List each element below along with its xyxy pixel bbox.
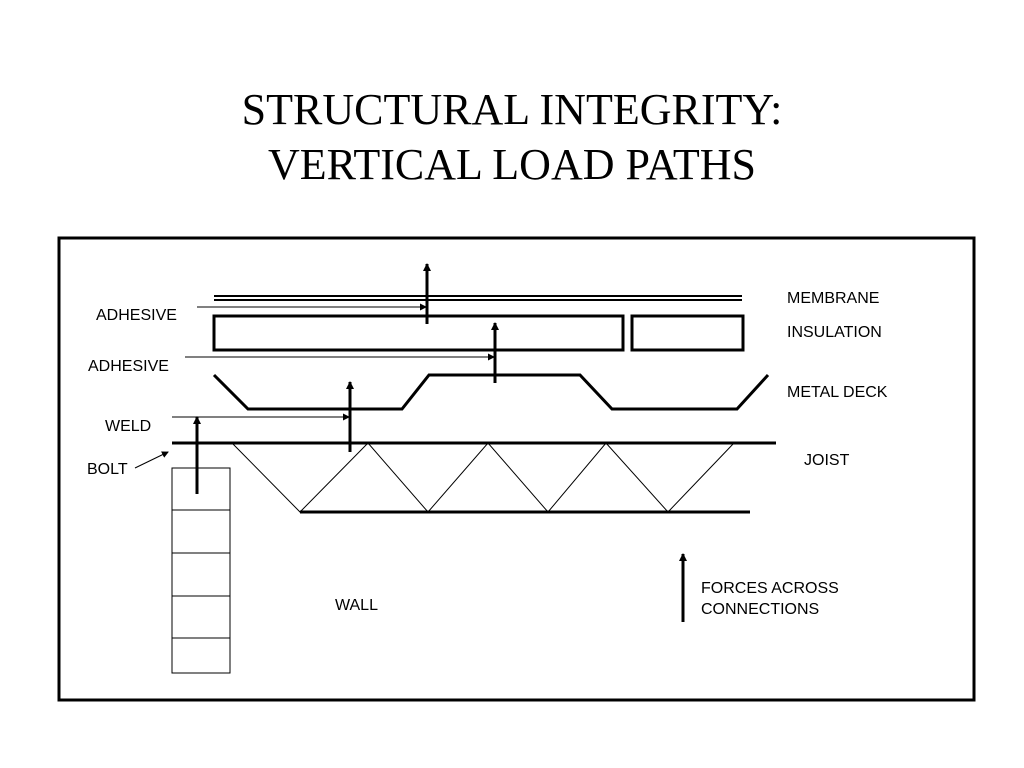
label-bolt: BOLT (87, 461, 128, 478)
title-line-1: STRUCTURAL INTEGRITY: (241, 85, 783, 134)
label-wall: WALL (335, 597, 378, 614)
leader-bolt (134, 451, 169, 469)
joist-web (231, 442, 735, 513)
title-line-2: VERTICAL LOAD PATHS (268, 140, 756, 189)
metal-deck-profile (212, 373, 770, 411)
slide-title: STRUCTURAL INTEGRITY: VERTICAL LOAD PATH… (0, 82, 1024, 192)
insulation-layer (212, 314, 745, 352)
diagram-frame (57, 236, 976, 702)
legend-label-line-1: FORCES ACROSS (701, 580, 839, 597)
label-adhesive-top: ADHESIVE (96, 307, 177, 324)
membrane-layer (214, 295, 742, 301)
legend-label-line-2: CONNECTIONS (701, 601, 819, 618)
insulation-board-left (212, 314, 625, 352)
label-joist: JOIST (804, 452, 850, 469)
label-insulation: INSULATION (787, 324, 882, 341)
legend: FORCES ACROSS CONNECTIONS (679, 553, 839, 622)
insulation-board-right (630, 314, 745, 352)
joist (172, 441, 776, 514)
label-membrane: MEMBRANE (787, 290, 879, 307)
label-adhesive-bottom: ADHESIVE (88, 358, 169, 375)
label-weld: WELD (105, 418, 151, 435)
label-metal-deck: METAL DECK (787, 384, 888, 401)
wall (171, 467, 231, 674)
